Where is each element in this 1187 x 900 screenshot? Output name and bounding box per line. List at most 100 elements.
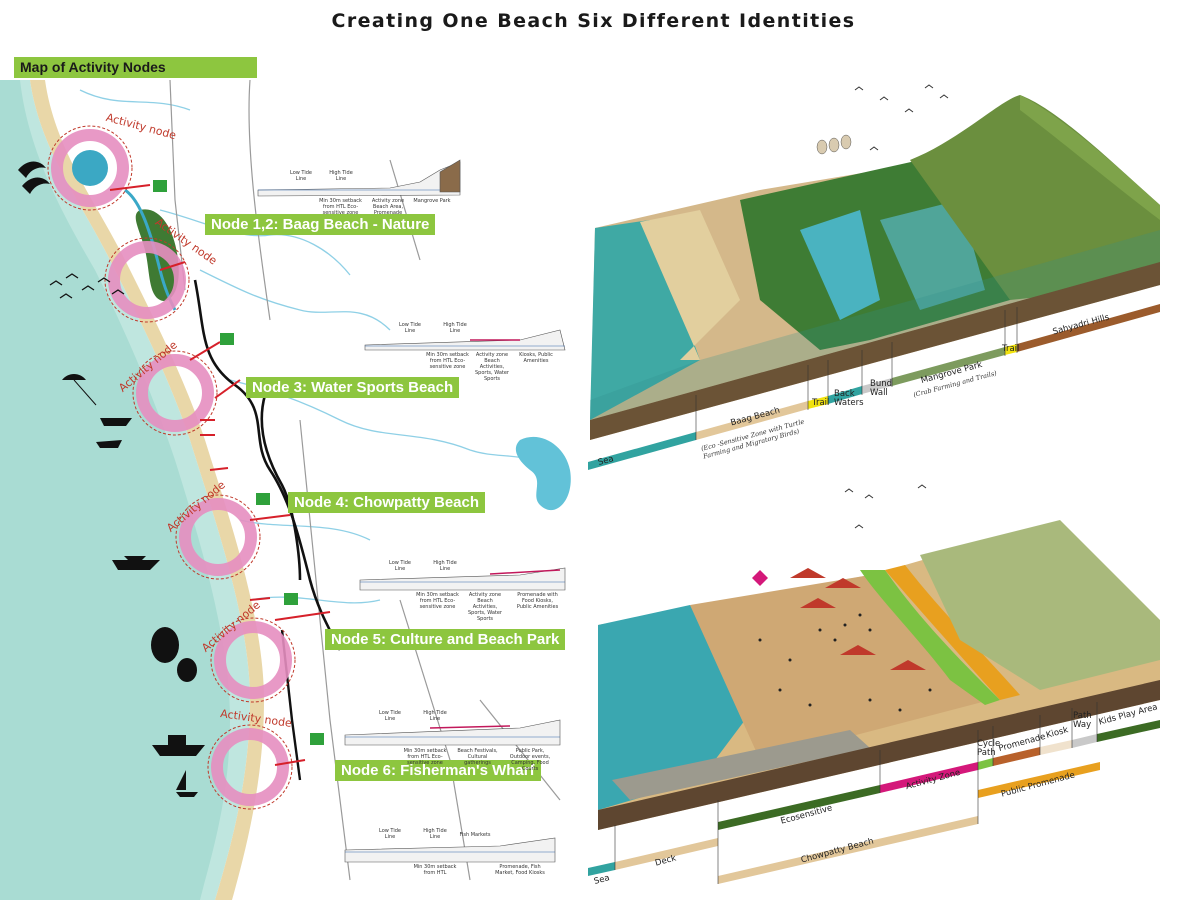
zone-label-sahyadri-hills: Sahyadri Hills — [1051, 312, 1111, 338]
kite-icon — [752, 570, 768, 586]
section-label: Mangrove Park — [413, 198, 451, 204]
iso-top-front-face — [590, 262, 1160, 440]
signpost-icon — [284, 593, 298, 605]
speedboat-icon — [100, 418, 132, 426]
section-label: Activity zone Beach Area, Promenade — [371, 198, 405, 216]
signpost-icon — [310, 733, 324, 745]
iso-bottom-palm-area — [920, 520, 1160, 690]
section-label: Low Tide Line — [379, 828, 401, 840]
zone-label-trail: Trail — [812, 398, 830, 408]
zone-bar-ecosensitive — [718, 785, 880, 830]
section-label: Activity zone Beach Activities, Sports, … — [468, 592, 502, 622]
section-4 — [344, 719, 561, 746]
activity-node-ring-3 — [132, 350, 218, 436]
iso-bottom-promenade — [885, 565, 1020, 700]
zone-label-deck: Deck — [654, 853, 678, 869]
pelican-icon — [816, 134, 852, 155]
section-3 — [359, 567, 566, 591]
zone-label-public-promenade: Public Promenade — [1000, 770, 1077, 800]
inland-road — [260, 394, 302, 581]
iso-top-hill-ridge — [1020, 95, 1160, 220]
section-label: Low Tide Line — [379, 710, 401, 722]
section-label: High Tide Line — [443, 322, 467, 334]
node-label-4: Node 4: Chowpatty Beach — [288, 492, 486, 513]
iso-bottom-sea — [598, 605, 760, 810]
iso-top-hills — [910, 95, 1160, 300]
activity-icons — [18, 161, 205, 797]
coastal-highway — [193, 279, 342, 651]
zone-label-trail-2: Trail — [1002, 344, 1020, 354]
iso-bottom-ground — [598, 555, 1160, 830]
zone-bar-kiosk — [1040, 740, 1072, 755]
lagoon — [515, 436, 571, 511]
section-label: High Tide Line — [329, 170, 353, 182]
zone-bar-mangrove-park — [892, 347, 1005, 386]
activity-node-ring-4 — [175, 494, 261, 580]
zone-label-bund-wall: Bund Wall — [870, 379, 893, 398]
zone-label-chowpatty-beach: Chowpatty Beach — [799, 836, 875, 866]
node-label-6: Node 6: Fisherman's Wharf — [335, 760, 541, 781]
umbrella-icon — [790, 568, 926, 670]
section-label: High Tide Line — [433, 560, 457, 572]
section-label: Low Tide Line — [389, 560, 411, 572]
activity-node-rings — [47, 125, 296, 810]
rivers — [79, 89, 561, 604]
section-2 — [364, 329, 566, 351]
people-icons — [758, 613, 932, 712]
birds-icon — [49, 273, 125, 299]
birds-icon — [854, 84, 949, 151]
section-label: Activity zone Beach Activities, Sports, … — [475, 352, 509, 382]
zone-label-path-way: Path Way — [1073, 711, 1092, 730]
zone-label-sea: Sea — [592, 873, 611, 887]
signpost-icon — [256, 493, 270, 505]
ship-icon — [152, 735, 205, 756]
activity-node-ring-6 — [207, 724, 293, 810]
zone-label-promenade: Promenade — [997, 731, 1047, 755]
zone-label-kiosk: Kiosk — [1045, 725, 1070, 741]
yacht-icon — [112, 556, 160, 570]
zone-label-ecosensitive: Ecosensitive — [779, 803, 834, 827]
section-label: Low Tide Line — [290, 170, 312, 182]
zone-bar-cycle-path — [978, 758, 993, 770]
section-label: Fish Markets — [459, 832, 491, 838]
hot-air-balloon-icon — [151, 627, 197, 682]
iso-top-sea — [590, 220, 700, 420]
activity-node-ring-5 — [210, 617, 296, 703]
jetski-icon — [96, 440, 122, 448]
beach-strip — [30, 80, 264, 900]
iso-bottom-beach — [690, 575, 990, 760]
map-title: Map of Activity Nodes — [14, 57, 257, 78]
iso-top-lagoon — [880, 200, 985, 310]
section-label: Min 30m setback from HTL Eco-sensitive z… — [426, 352, 469, 370]
section-diagrams — [257, 159, 566, 863]
iso-bottom-cycle-path — [860, 570, 1000, 705]
zone-bar-path-way — [1072, 734, 1097, 748]
page-title: Creating One Beach Six Different Identit… — [331, 10, 856, 32]
zone-label-cycle-path: Cycle Path — [977, 739, 1001, 758]
iso-top-beach — [640, 210, 740, 360]
activity-node-ring-1 — [47, 125, 133, 211]
section-label: Kiosks, Public Amenities — [519, 352, 553, 364]
signpost-icon — [220, 333, 234, 345]
section-label: Promenade with Food Kiosks, Public Ameni… — [516, 592, 559, 610]
section-label: Min 30m setback from HTL Eco-sensitive z… — [403, 748, 447, 766]
sea-deep — [0, 80, 230, 900]
sailboat-icon — [176, 770, 198, 797]
iso-top-backwaters — [800, 210, 880, 320]
birds-icon — [844, 484, 927, 529]
section-label: Beach Festivals, Cultural gatherings — [457, 748, 498, 766]
section-label: Public Park, Outdoor events, Camping, Fo… — [509, 748, 551, 772]
section-label: Min 30m setback from HTL — [413, 864, 457, 876]
signpost-markers — [153, 180, 324, 745]
signpost-icon — [153, 180, 167, 192]
connection-arrows — [109, 184, 331, 766]
section-5 — [344, 837, 556, 863]
iso-bottom-front-face — [598, 680, 1160, 830]
zone-label-sea: Sea — [596, 454, 615, 468]
kitesurf-icon — [62, 374, 97, 406]
section-label: Promenade, Fish Market, Food Kiosks — [495, 864, 545, 876]
activity-map — [0, 79, 571, 900]
zone-label-kids-play-area: Kids Play Area — [1097, 702, 1159, 728]
node-label-3: Node 3: Water Sports Beach — [246, 377, 460, 398]
dolphin-icon — [18, 161, 50, 194]
